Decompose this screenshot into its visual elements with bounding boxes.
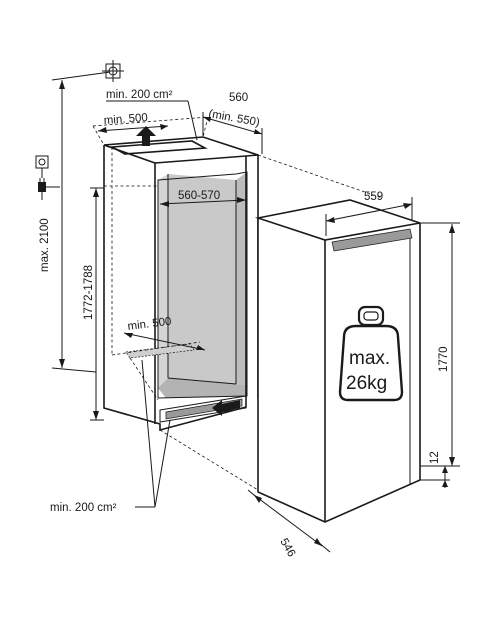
bottom-depth-label: min. 500 <box>127 316 172 333</box>
dim-niche-depth-line <box>202 116 263 135</box>
power-plug-icon <box>38 178 60 200</box>
plinth <box>159 395 247 423</box>
niche-opening <box>157 171 248 399</box>
top-depth-label: min. 500 <box>103 112 148 127</box>
appliance-top-vent <box>331 228 413 252</box>
dim-bottom-depth-line <box>123 332 206 351</box>
guide-plinth-extend <box>159 429 259 491</box>
niche-top-front-edge <box>154 155 247 164</box>
niche-floor <box>158 378 247 398</box>
water-connection-icon <box>102 60 124 82</box>
airflow-up-arrow <box>136 126 156 146</box>
dim-top-depth-line <box>97 125 169 132</box>
appliance-side-fill <box>258 218 325 522</box>
airflow-in-arrow <box>212 400 240 416</box>
appliance-height-label: 1770 <box>438 346 450 372</box>
niche-height-label: 1772-1788 <box>83 265 95 320</box>
bottom-vent-label: min. 200 cm² <box>50 502 117 514</box>
niche-top-right-edge <box>245 154 259 157</box>
dim-appliance-width-line <box>325 203 413 222</box>
max-height-label: max. 2100 <box>39 218 51 272</box>
niche-inner-back-bottom <box>167 377 237 385</box>
guide-vent-rear <box>129 357 159 401</box>
niche-depth-label-a: 560 <box>229 92 248 104</box>
weight-label-line1: max. <box>349 348 390 369</box>
niche-right-inner-wall <box>236 172 247 385</box>
dim-bottom-vent-pointer-b <box>154 419 171 508</box>
dim-top-vent-pointer <box>187 100 198 141</box>
top-vent-label: min. 200 cm² <box>106 89 173 101</box>
weight-label-line2: 26kg <box>346 373 387 394</box>
niche-width-label: 560-570 <box>178 190 220 202</box>
guide-top-3 <box>202 116 209 138</box>
niche-cabinet <box>103 136 259 432</box>
dim-niche-width-line <box>159 199 247 205</box>
dimension-lines <box>51 71 460 553</box>
weight-icon <box>338 305 404 402</box>
guide-bottom-depth <box>111 341 201 356</box>
guide-top-1 <box>92 116 209 127</box>
dim-bottom-vent-pointer-a <box>141 359 156 508</box>
power-socket-icon <box>35 155 49 178</box>
appliance-depth-label: 546 <box>277 537 297 560</box>
top-vent-duct <box>109 140 208 155</box>
dim-max-height-tick-bottom <box>51 367 97 373</box>
dim-appliance-depth-line <box>253 494 323 547</box>
niche-front-frame <box>103 145 247 432</box>
dim-max-height-tick-top <box>51 71 111 81</box>
niche-left-inner-wall <box>158 174 168 388</box>
foot-height-label: 12 <box>429 451 441 464</box>
guide-top-2 <box>92 125 105 146</box>
niche-back-wall <box>168 174 236 384</box>
airflow-arrows <box>136 126 240 416</box>
appliance-width-label: 559 <box>364 191 383 203</box>
clearance-guides <box>92 116 383 491</box>
